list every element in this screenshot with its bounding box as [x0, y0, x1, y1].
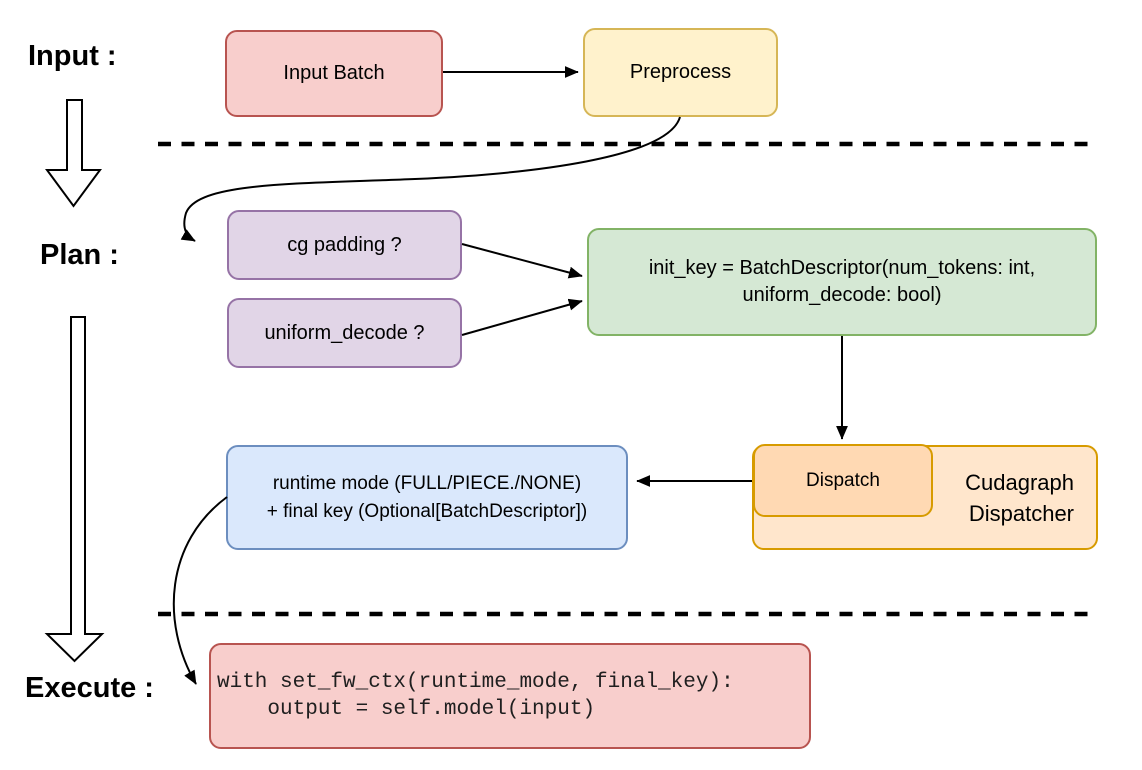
node-uniform-decode-label: uniform_decode ? — [264, 321, 425, 344]
node-cudagraph-line2: Dispatcher — [968, 500, 1074, 526]
node-input-batch: Input Batch — [225, 30, 443, 117]
node-init-key-line2: uniform_decode: bool) — [742, 284, 942, 306]
node-init-key-line1: init_key = BatchDescriptor(num_tokens: i… — [648, 257, 1036, 279]
node-runtime-mode-line2: + final key (Optional[BatchDescriptor]) — [266, 500, 588, 522]
node-cg-padding: cg padding ? — [227, 210, 462, 280]
node-cudagraph-line1: Cudagraph — [965, 469, 1074, 495]
node-execute-code: with set_fw_ctx(runtime_mode, final_key)… — [209, 643, 811, 749]
node-input-batch-label: Input Batch — [283, 62, 385, 84]
node-preprocess: Preprocess — [583, 28, 778, 117]
section-label-input: Input : — [28, 40, 117, 72]
arrow-uniform-decode-to-init-key — [461, 298, 583, 336]
node-dispatch-label: Dispatch — [806, 469, 880, 491]
node-preprocess-label: Preprocess — [629, 61, 732, 83]
node-init-key: init_key = BatchDescriptor(num_tokens: i… — [587, 228, 1097, 336]
input-to-plan-hollow-arrow-icon — [45, 99, 102, 208]
node-cg-padding-label: cg padding ? — [287, 233, 402, 256]
plan-to-execute-hollow-arrow-icon — [44, 316, 105, 663]
node-execute-code-line2: output = self.model(input) — [217, 698, 596, 721]
node-execute-code-line1: with set_fw_ctx(runtime_mode, final_key)… — [217, 671, 734, 694]
node-uniform-decode: uniform_decode ? — [227, 298, 462, 368]
section-label-execute: Execute : — [25, 672, 154, 704]
node-runtime-mode: runtime mode (FULL/PIECE./NONE) + final … — [226, 445, 628, 550]
node-dispatch: Dispatch — [753, 444, 933, 517]
node-runtime-mode-line1: runtime mode (FULL/PIECE./NONE) — [272, 472, 582, 494]
arrow-cg-padding-to-init-key — [461, 243, 583, 279]
section-label-plan: Plan : — [40, 239, 119, 271]
